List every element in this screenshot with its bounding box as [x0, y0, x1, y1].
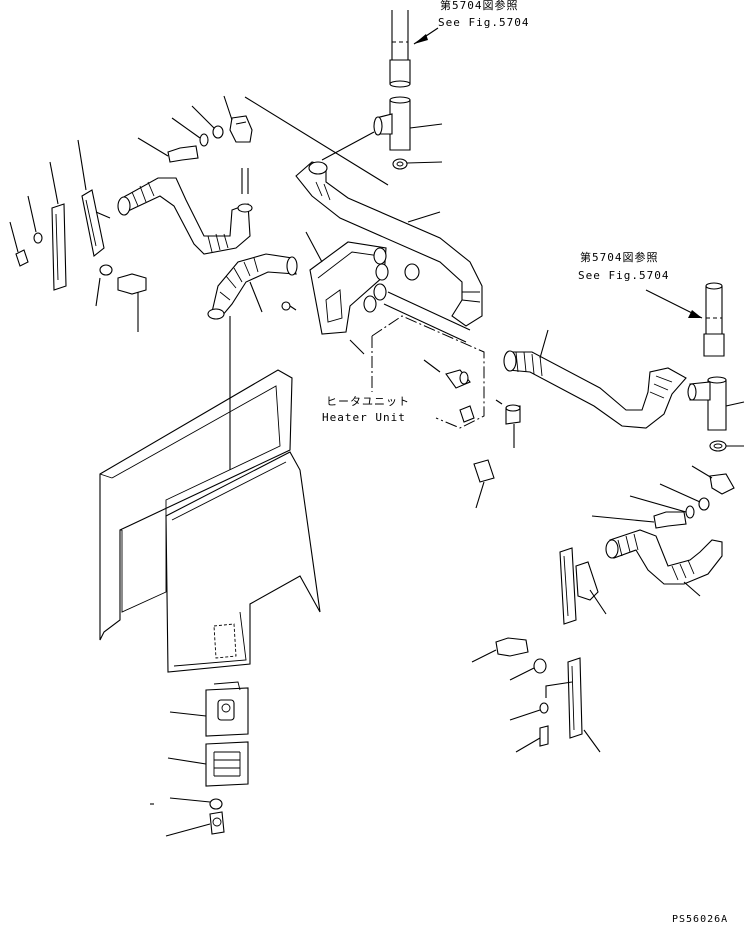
right-hose: [503, 329, 687, 429]
heater-unit-label-en: Heater Unit: [322, 411, 406, 424]
center-hose: [207, 253, 298, 320]
right-lower-plate: [545, 657, 601, 753]
right-reference-en: See Fig.5704: [578, 269, 670, 282]
right-bracket-clip: [691, 465, 735, 495]
right-washer-2: [629, 495, 695, 519]
top-clamp: [392, 158, 443, 170]
right-tee-joint: [687, 376, 745, 431]
drawing-code: PS56026A: [672, 914, 729, 925]
right-lower-nut: [509, 702, 549, 721]
vent-control-knob: [169, 681, 249, 737]
bottom-washer: [150, 797, 223, 810]
heater-unit: [281, 231, 471, 343]
top-tee-joint: [373, 96, 443, 151]
screw-left: [9, 221, 29, 267]
upper-left-hose: [117, 168, 253, 255]
right-lower-bolt: [471, 637, 529, 663]
right-bracket-plate: [559, 547, 607, 625]
long-hose-upper: [295, 161, 483, 327]
bolt-left-low: [117, 273, 147, 332]
washer-left-low: [95, 264, 113, 307]
washer-1: [191, 105, 224, 139]
right-pipe: [703, 282, 725, 357]
left-bracket-plate: [77, 139, 111, 257]
top-pipe: [389, 10, 411, 88]
right-bolt: [591, 511, 687, 529]
top-reference-jp: 第5704図参照: [440, 0, 519, 12]
right-lower-screw: [515, 725, 549, 753]
right-reference-jp: 第5704図参照: [580, 251, 659, 264]
heater-unit-label-jp: ヒータユニット: [326, 395, 410, 408]
heater-fittings: [423, 359, 521, 448]
bottom-screw: [165, 811, 225, 837]
outer-cover-panel: [99, 316, 293, 641]
right-lower-washer: [509, 658, 547, 681]
heater-unit-outline: [349, 315, 485, 429]
bolt-1: [137, 137, 199, 163]
small-screw-left: [27, 195, 43, 244]
air-vent-grille: [167, 741, 249, 787]
right-clamp: [709, 440, 744, 452]
top-reference-en: See Fig.5704: [438, 16, 530, 29]
washer-2: [171, 117, 209, 147]
inner-cover-panel: [165, 372, 321, 673]
right-washer-1: [659, 483, 710, 511]
lower-right-hose: [605, 529, 723, 597]
left-bracket-clip: [223, 95, 253, 143]
right-reference-arrow: [645, 289, 703, 319]
left-cover-plate: [49, 161, 67, 291]
top-reference-arrow: [413, 27, 439, 45]
label-tag: [473, 459, 495, 509]
